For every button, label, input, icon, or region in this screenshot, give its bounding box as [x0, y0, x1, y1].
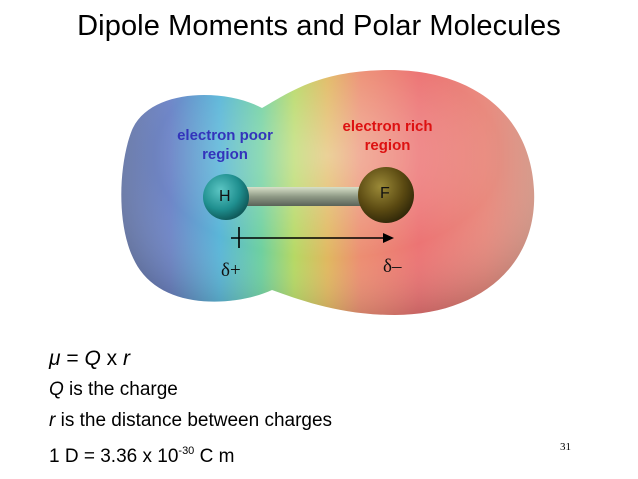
partial-positive-charge: δ+: [221, 260, 241, 281]
distance-definition: r is the distance between charges: [49, 410, 333, 431]
electron-rich-line1: electron rich: [342, 118, 433, 135]
equations: μ = Q x r Q is the charge r is the dista…: [49, 343, 332, 467]
hydrogen-symbol: H: [219, 188, 231, 205]
electron-poor-line1: electron poor: [177, 127, 273, 144]
fluorine-atom: [358, 167, 414, 223]
electron-rich-line2: region: [364, 137, 411, 154]
bond: [238, 187, 368, 206]
fluorine-symbol: F: [380, 185, 390, 202]
slide-number: 31: [560, 441, 571, 453]
debye-definition: 1 D = 3.36 x 10-30 C m: [49, 445, 235, 467]
dipole-moment-equation: μ = Q x r: [49, 347, 130, 370]
slide-title: Dipole Moments and Polar Molecules: [77, 10, 561, 42]
mu-symbol: μ: [49, 347, 61, 370]
electron-poor-line2: region: [202, 146, 248, 163]
hydrogen-atom: [203, 174, 249, 220]
electron-poor-label: electron poor region: [160, 126, 290, 164]
charge-definition: Q is the charge: [49, 379, 178, 400]
electron-rich-label: electron rich region: [320, 117, 455, 155]
partial-negative-charge: δ–: [383, 256, 402, 277]
dipole-arrow: [231, 227, 394, 248]
